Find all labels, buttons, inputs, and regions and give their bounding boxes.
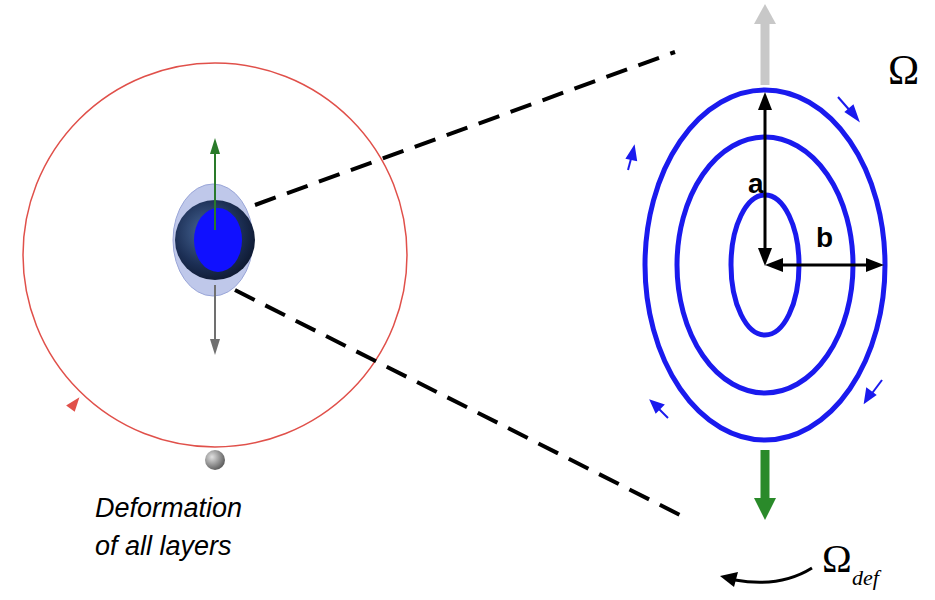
layer-outline [645, 90, 885, 440]
arrow-head [866, 258, 884, 272]
moon [205, 450, 225, 470]
zoom-line [255, 52, 675, 205]
arrow-head [754, 498, 776, 520]
dimension-label: b [816, 222, 833, 254]
rotation-arrow [735, 568, 812, 582]
arrow-head [210, 138, 220, 154]
force-arrow [761, 22, 770, 85]
arrow-head [210, 339, 220, 355]
arrow-head [754, 4, 776, 24]
orbit-arrow [65, 397, 80, 412]
arrow-head [758, 92, 772, 110]
dimension-label: a [748, 168, 764, 200]
arrow-head [720, 572, 738, 587]
zoom-line [235, 290, 680, 515]
rotation-symbol: Ω [822, 535, 852, 582]
earth-core [194, 208, 242, 272]
rotation-arrows [627, 97, 882, 418]
force-arrow [214, 285, 216, 340]
force-arrow [214, 152, 216, 230]
orbit [23, 63, 407, 447]
force-arrow [761, 450, 770, 500]
caption-note: Deformation of all layers [95, 490, 265, 566]
dimension-arrow [764, 108, 767, 250]
subscript: def [852, 565, 879, 591]
dimension-arrow [780, 264, 868, 267]
rotation-symbol: Ω [888, 46, 919, 94]
arrow-head [765, 258, 783, 272]
